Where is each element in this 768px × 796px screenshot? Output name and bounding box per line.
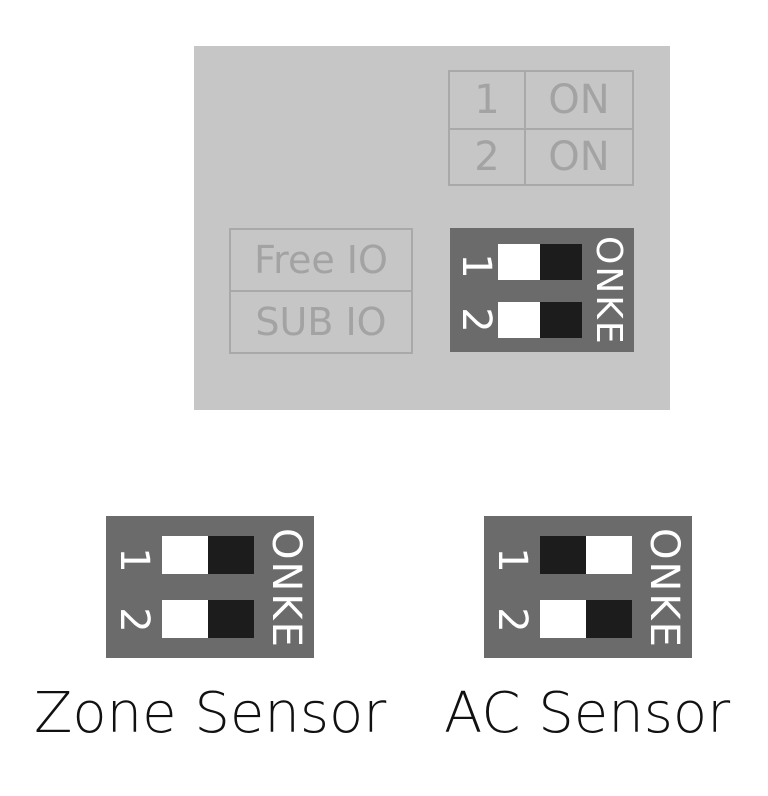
- board-dip-side-label: ONKE: [588, 236, 629, 346]
- zone-dip-slider-2-left: [162, 600, 208, 638]
- legend-state-1: ON: [548, 77, 610, 123]
- mode-free-io: Free IO: [254, 238, 388, 282]
- mode-divider: [231, 290, 411, 292]
- board-dip-slider-1-right: [540, 244, 582, 280]
- board-dip-slider-2[interactable]: [498, 302, 582, 338]
- mode-sub-io: SUB IO: [255, 300, 387, 344]
- zone-dip-slider-2[interactable]: [162, 600, 254, 638]
- zone-dip-number-2: 2: [111, 607, 157, 633]
- zone-dip-side-label: ONKE: [263, 528, 309, 649]
- ac-dip-number-2: 2: [489, 607, 535, 633]
- zone-dip-slider-1-right: [208, 536, 254, 574]
- ac-dip-slider-2-right: [586, 600, 632, 638]
- board-dip-slider-2-right: [540, 302, 582, 338]
- board-dip-slider-2-left: [498, 302, 540, 338]
- switch-legend-table: 1 ON 2 ON: [448, 70, 634, 186]
- ac-dip-slider-1[interactable]: [540, 536, 632, 574]
- zone-sensor-caption: Zone Sensor: [34, 681, 387, 746]
- board-dip-switch-body: 1 2 ONKE: [450, 228, 634, 352]
- board-dip-number-2: 2: [453, 307, 499, 333]
- legend-state-2: ON: [548, 134, 610, 180]
- ac-sensor-caption: AC Sensor: [444, 681, 731, 746]
- board-dip-number-1: 1: [453, 253, 499, 279]
- zone-dip-slider-1[interactable]: [162, 536, 254, 574]
- ac-dip-side-label: ONKE: [641, 528, 687, 649]
- ac-dip-slider-1-right: [586, 536, 632, 574]
- mode-label-table: Free IO SUB IO: [229, 228, 413, 354]
- ac-dip-slider-2[interactable]: [540, 600, 632, 638]
- zone-dip-number-1: 1: [111, 547, 157, 573]
- legend-switch-2: 2: [474, 134, 500, 180]
- ac-sensor-dip-switch: 1 2 ONKE: [484, 516, 692, 658]
- ac-dip-number-1: 1: [489, 547, 535, 573]
- legend-switch-1: 1: [474, 77, 500, 123]
- zone-dip-slider-1-left: [162, 536, 208, 574]
- zone-sensor-dip-switch: 1 2 ONKE: [106, 516, 314, 658]
- board-dip-slider-1[interactable]: [498, 244, 582, 280]
- zone-dip-slider-2-right: [208, 600, 254, 638]
- legend-divider-horizontal: [450, 128, 632, 130]
- ac-dip-slider-1-left: [540, 536, 586, 574]
- ac-dip-slider-2-left: [540, 600, 586, 638]
- board-dip-slider-1-left: [498, 244, 540, 280]
